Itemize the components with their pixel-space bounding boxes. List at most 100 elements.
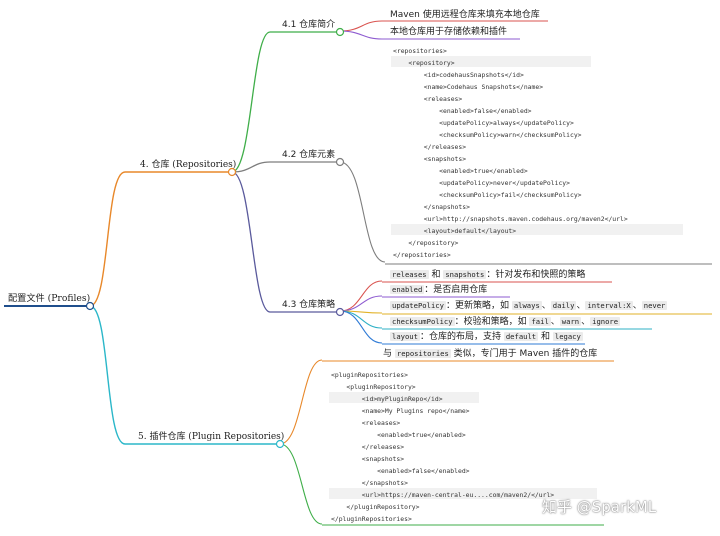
sep: 、 — [541, 301, 551, 311]
xml-line: <url>https://maven-central-eu....com/mav… — [331, 491, 555, 499]
xml-line: <releases> — [331, 419, 401, 427]
xml-line: <pluginRepositories> — [331, 371, 408, 379]
connector-repositories-intro — [231, 31, 271, 173]
xml-line: <checksumPolicy>fail</checksumPolicy> — [393, 191, 582, 199]
policy-note-enabled[interactable]: enabled：是否启用仓库 — [390, 284, 487, 296]
branch-plugin-repositories[interactable]: 5. 插件仓库 (Plugin Repositories) — [138, 432, 285, 442]
sep: 、 — [581, 317, 591, 327]
code-checksumPolicy: checksumPolicy — [390, 317, 455, 326]
xml-line: <enabled>true</enabled> — [331, 431, 466, 439]
intro-note-remote[interactable]: Maven 使用远程仓库来填充本地仓库 — [390, 10, 540, 20]
connector-root-plugins — [89, 305, 126, 445]
xml-line: <name>Codehaus Snapshots</name> — [393, 83, 544, 91]
policy-note-layout[interactable]: layout：仓库的布局，支持 default 和 legacy — [390, 331, 583, 343]
code-never: never — [641, 301, 668, 310]
xml-line: <snapshots> — [331, 455, 405, 463]
connector-policy-note5 — [339, 310, 383, 344]
policy-note-update-policy[interactable]: updatePolicy：更新策略，如 always、daily、interva… — [390, 300, 668, 312]
sep: 、 — [632, 301, 642, 311]
xml-line: <url>http://snapshots.maven.codehaus.org… — [393, 215, 628, 223]
code-always: always — [511, 301, 542, 310]
policy-note-checksum-policy[interactable]: checksumPolicy：校验和策略，如 fail、warn、ignore — [390, 316, 621, 328]
toggle-repositories — [227, 167, 237, 177]
note-text: ：校验和策略，如 — [454, 317, 530, 327]
xml-line: </snapshots> — [393, 203, 470, 211]
code-snapshots: snapshots — [443, 270, 487, 279]
xml-line: </pluginRepository> — [331, 503, 420, 511]
note-text: 类似，专门用于 Maven 插件的仓库 — [450, 349, 598, 359]
sep: 、 — [576, 301, 586, 311]
xml-line: <repository> — [393, 59, 455, 67]
connector-policy-note2 — [339, 295, 383, 312]
code-updatePolicy: updatePolicy — [390, 301, 446, 310]
code-warn: warn — [559, 317, 582, 326]
sep: 和 — [538, 332, 553, 342]
toggle-intro — [335, 27, 345, 37]
xml-line: <id>myPluginRepo</id> — [331, 395, 443, 403]
xml-line: </repositories> — [393, 251, 451, 259]
xml-line: </releases> — [331, 443, 405, 451]
xml-line: <layout>default</layout> — [393, 227, 517, 235]
note-text: ：是否启用仓库 — [424, 285, 488, 295]
code-interval: interval:X — [585, 301, 633, 310]
note-prefix: 与 — [383, 349, 395, 359]
code-daily: daily — [550, 301, 577, 310]
subtopic-elements[interactable]: 4.2 仓库元素 — [282, 150, 336, 160]
code-enabled: enabled — [390, 285, 425, 294]
note-text: ：仓库的布局，支持 — [419, 332, 504, 342]
xml-line: </repository> — [393, 239, 459, 247]
xml-line: <pluginRepository> — [331, 383, 416, 391]
subtopic-policy[interactable]: 4.3 仓库策略 — [282, 300, 336, 310]
watermark: 知乎 @SparkML — [542, 498, 657, 516]
toggle-elements — [335, 157, 345, 167]
xml2-strip-2 — [329, 488, 597, 499]
connector-repositories-policy — [231, 171, 271, 313]
xml-line: <checksumPolicy>warn</checksumPolicy> — [393, 131, 582, 139]
xml2-strip-1 — [329, 392, 479, 403]
code-repositories: repositories — [394, 349, 451, 358]
code-layout: layout — [390, 332, 420, 341]
code-fail: fail — [529, 317, 551, 326]
connector-root-repositories — [89, 171, 126, 307]
root-topic[interactable]: 配置文件 (Profiles) — [8, 293, 91, 304]
xml-line: </releases> — [393, 143, 467, 151]
connector-plugins-note — [279, 359, 323, 445]
subtopic-intro[interactable]: 4.1 仓库简介 — [282, 20, 336, 30]
xml-line: <updatePolicy>never</updatePolicy> — [393, 179, 570, 187]
xml-line: <enabled>false</enabled> — [393, 107, 532, 115]
xml-line: <releases> — [393, 95, 463, 103]
plugin-repository-xml: <pluginRepositories> <pluginRepository> … — [331, 369, 554, 525]
repository-xml: <repositories> <repository> <id>codehaus… — [393, 45, 628, 261]
plugin-note[interactable]: 与 repositories 类似，专门用于 Maven 插件的仓库 — [383, 348, 597, 360]
toggle-policy — [335, 307, 345, 317]
toggle-root — [85, 301, 95, 311]
code-legacy: legacy — [552, 332, 583, 341]
connector-elements-xml — [339, 161, 386, 263]
code-default: default — [503, 332, 539, 341]
connector-policy-note1 — [339, 280, 383, 312]
xml-line: <enabled>true</enabled> — [393, 167, 528, 175]
xml-line: </pluginRepositories> — [331, 515, 412, 523]
xml-line: <snapshots> — [393, 155, 467, 163]
connector-plugins-xml — [279, 443, 323, 525]
xml-line: <id>codehausSnapshots</id> — [393, 71, 524, 79]
connector-intro-note1 — [339, 20, 383, 32]
xml-line: <repositories> — [393, 47, 447, 55]
xml-line: <enabled>false</enabled> — [331, 467, 470, 475]
connector-intro-note2 — [339, 30, 383, 40]
xml1-strip-1 — [391, 56, 591, 67]
xml-line: <name>My Plugins repo</name> — [331, 407, 470, 415]
note-text: ：更新策略，如 — [445, 301, 512, 311]
sep: 、 — [550, 317, 560, 327]
connector-repositories-elements — [231, 161, 271, 173]
note-text: ：针对发布和快照的策略 — [486, 270, 586, 280]
branch-repositories[interactable]: 4. 仓库 (Repositories) — [140, 160, 237, 170]
policy-note-releases-snapshots[interactable]: releases 和 snapshots：针对发布和快照的策略 — [390, 269, 585, 281]
code-ignore: ignore — [590, 317, 621, 326]
xml-line: </snapshots> — [331, 479, 408, 487]
intro-note-local[interactable]: 本地仓库用于存储依赖和插件 — [390, 27, 508, 37]
xml1-strip-2 — [391, 224, 683, 235]
toggle-plugins — [275, 439, 285, 449]
sep: 和 — [428, 270, 444, 280]
